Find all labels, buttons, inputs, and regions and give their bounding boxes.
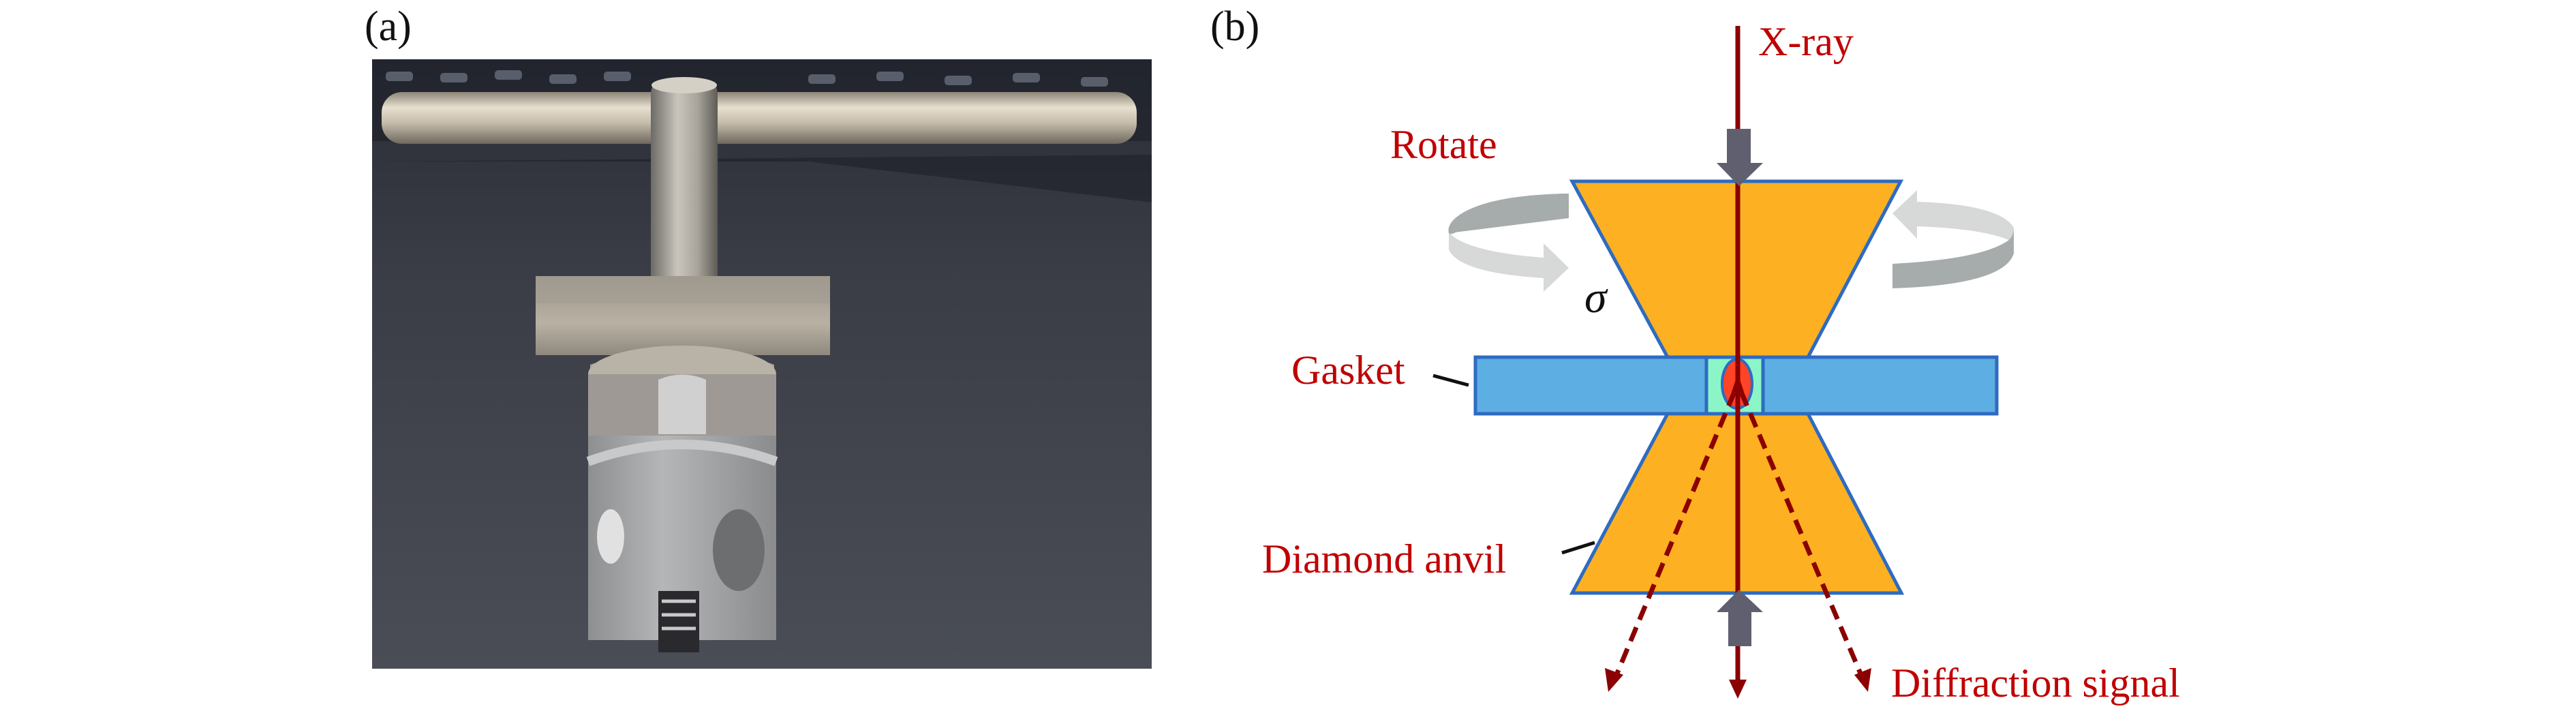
- xray-internal-arrowhead-icon: [1732, 374, 1744, 392]
- panel-label-a: (a): [365, 3, 412, 50]
- xray-exit-arrowhead-icon: [1729, 680, 1747, 699]
- diffraction-arrowhead-left-icon: [1605, 668, 1623, 692]
- panel-label-b: (b): [1210, 3, 1260, 50]
- rotate-arrow-left-icon: [1448, 194, 1569, 292]
- force-arrow-bottom-icon: [1717, 590, 1763, 646]
- rotate-arrow-right-icon: [1892, 190, 2014, 288]
- dac-photo: [372, 59, 1152, 669]
- anvil-leader-line: [1561, 541, 1595, 555]
- xray-label: X-ray: [1758, 19, 1854, 64]
- gasket-label: Gasket: [1291, 348, 1405, 393]
- diffraction-beam-right: [1738, 391, 1865, 680]
- diffraction-arrowhead-right-icon: [1854, 668, 1871, 692]
- gasket-leader-line: [1432, 374, 1469, 387]
- force-arrow-top-icon: [1717, 129, 1763, 186]
- t-handle-stem: [651, 80, 718, 312]
- diamond-anvil-label: Diamond anvil: [1262, 536, 1506, 581]
- t-handle-bar: [382, 92, 1137, 144]
- sigma-label: σ: [1584, 273, 1608, 322]
- diffraction-beam-left: [1612, 391, 1737, 680]
- diffraction-signal-label: Diffraction signal: [1891, 661, 2180, 706]
- rotate-label: Rotate: [1390, 122, 1497, 167]
